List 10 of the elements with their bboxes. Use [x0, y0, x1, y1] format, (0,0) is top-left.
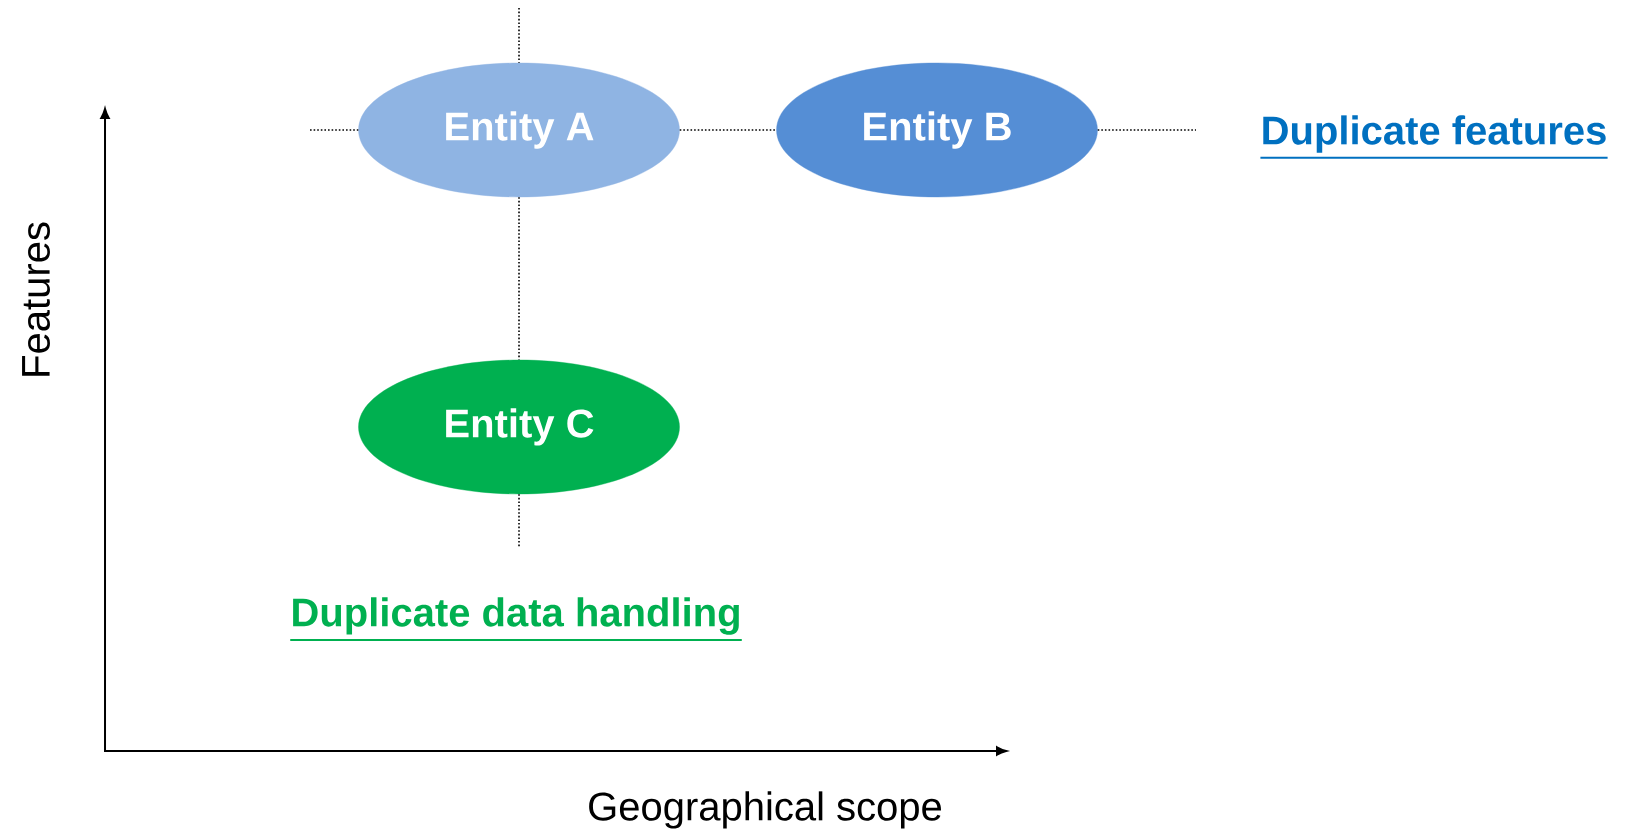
dotted-line — [518, 196, 520, 361]
dotted-line — [1096, 129, 1197, 131]
axis-label: Features — [22, 222, 50, 376]
dotted-line — [678, 129, 778, 131]
axis-label: Geographical scope — [589, 791, 941, 829]
link-text: Duplicate features — [1259, 115, 1609, 159]
dotted-line — [309, 129, 360, 131]
dotted-line — [518, 7, 520, 64]
link-text: Duplicate data handling — [289, 597, 743, 641]
dotted-line — [518, 493, 520, 548]
